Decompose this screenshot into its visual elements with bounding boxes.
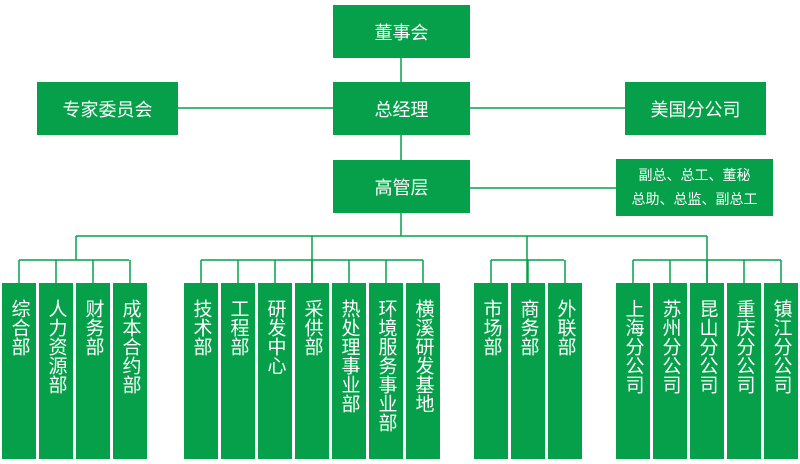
department-label: 成本合约部 [119, 299, 142, 394]
executive-roles-line: 副总、总工、董秘 [638, 167, 751, 184]
executives-box: 高管层 [333, 160, 470, 213]
department-box: 上海分公司 [616, 283, 650, 459]
department-label: 商务部 [517, 299, 540, 356]
department-label: 市场部 [480, 299, 503, 356]
department-box: 重庆分公司 [727, 283, 761, 459]
department-box: 外联部 [548, 283, 582, 459]
department-box: 采供部 [295, 283, 329, 459]
department-box: 工程部 [221, 283, 255, 459]
executive-roles-box: 副总、总工、董秘 总助、总监、副总工 [616, 159, 773, 216]
department-box: 横溪研发基地 [406, 283, 440, 459]
department-box: 综合部 [2, 283, 36, 459]
department-label: 采供部 [301, 299, 324, 356]
department-box: 财务部 [76, 283, 110, 459]
department-label: 热处理事业部 [338, 299, 361, 413]
department-box: 研发中心 [258, 283, 292, 459]
department-label: 工程部 [227, 299, 250, 356]
department-label: 苏州分公司 [659, 299, 682, 394]
expert-committee-box: 专家委员会 [37, 82, 178, 135]
department-box: 市场部 [474, 283, 508, 459]
department-box: 昆山分公司 [690, 283, 724, 459]
department-box: 商务部 [511, 283, 545, 459]
executive-roles-line: 总助、总监、副总工 [631, 191, 758, 208]
department-label: 上海分公司 [622, 299, 645, 394]
department-label: 横溪研发基地 [412, 299, 435, 413]
department-label: 技术部 [190, 299, 213, 356]
department-box: 环境服务事业部 [369, 283, 403, 459]
general-manager-box: 总经理 [333, 82, 470, 135]
department-label: 外联部 [554, 299, 577, 356]
department-label: 镇江分公司 [770, 299, 793, 394]
department-box: 苏州分公司 [653, 283, 687, 459]
department-label: 财务部 [82, 299, 105, 356]
department-box: 镇江分公司 [764, 283, 798, 459]
department-label: 人力资源部 [45, 299, 68, 394]
department-box: 成本合约部 [113, 283, 147, 459]
us-branch-box: 美国分公司 [625, 82, 766, 135]
department-label: 重庆分公司 [733, 299, 756, 394]
department-label: 研发中心 [264, 299, 287, 375]
department-label: 昆山分公司 [696, 299, 719, 394]
department-label: 综合部 [8, 299, 31, 356]
department-box: 热处理事业部 [332, 283, 366, 459]
department-box: 技术部 [184, 283, 218, 459]
department-box: 人力资源部 [39, 283, 73, 459]
board-box: 董事会 [333, 5, 470, 58]
department-label: 环境服务事业部 [375, 299, 398, 432]
